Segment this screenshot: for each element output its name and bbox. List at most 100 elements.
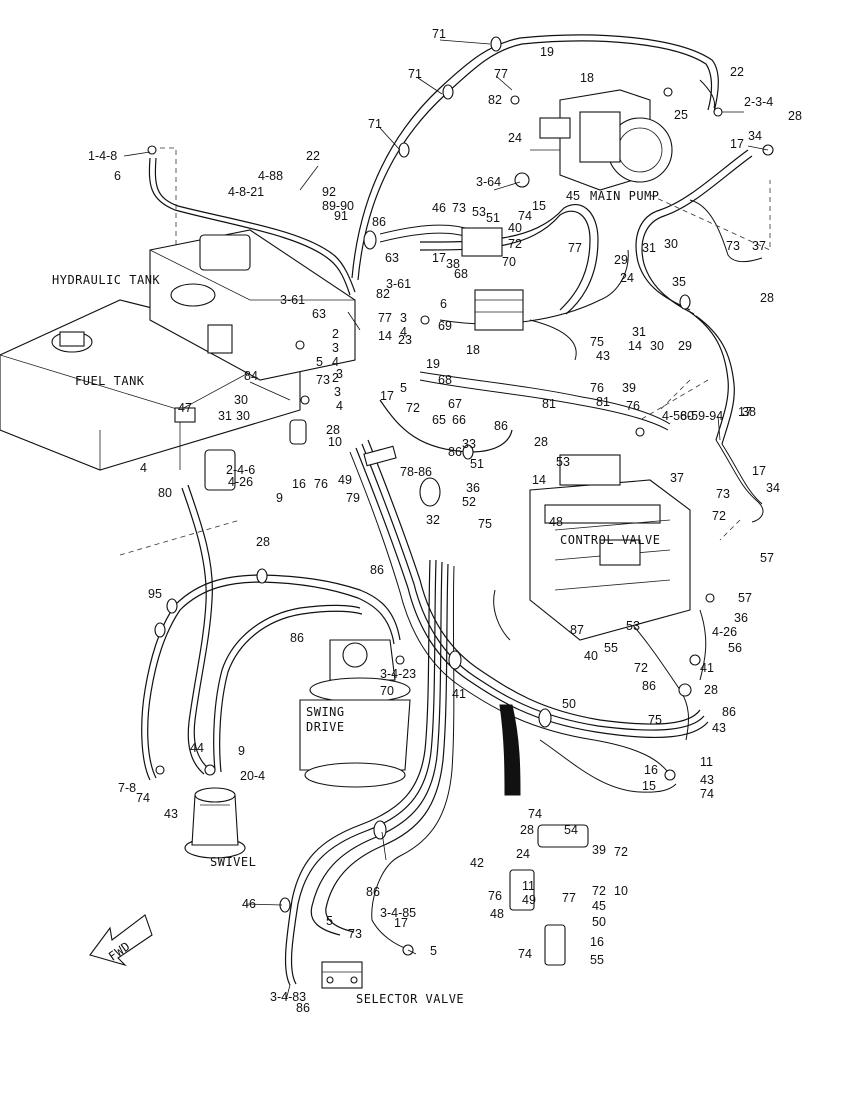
part-callout: 42: [470, 856, 484, 870]
part-callout: 3: [400, 311, 407, 325]
part-callout: 51: [470, 457, 484, 471]
part-callout: 4-26: [712, 625, 737, 639]
part-callout: 75: [590, 335, 604, 349]
part-callout: 39: [592, 843, 606, 857]
part-callout: 82: [376, 287, 390, 301]
part-callout: 28: [760, 291, 774, 305]
part-callout: 63: [312, 307, 326, 321]
part-callout: 86: [494, 419, 508, 433]
part-callout: 66: [452, 413, 466, 427]
part-callout: 15: [532, 199, 546, 213]
part-callout: 9: [276, 491, 283, 505]
hydraulic-tank-label: HYDRAULIC TANK: [52, 273, 160, 287]
part-callout: 86: [370, 563, 384, 577]
part-callout: 86: [722, 705, 736, 719]
part-callout: 30: [650, 339, 664, 353]
part-callout: 16: [292, 477, 306, 491]
fwd-arrow-icon: FWD: [89, 914, 153, 967]
part-callout: 34: [766, 481, 780, 495]
part-callout: 92: [322, 185, 336, 199]
part-callout: 41: [700, 661, 714, 675]
part-callout: 49: [338, 473, 352, 487]
part-callout: 4: [140, 461, 147, 475]
part-callout: 25: [674, 108, 688, 122]
part-callout: 38: [446, 257, 460, 271]
part-callout: 81: [596, 395, 610, 409]
part-callout: 86: [290, 631, 304, 645]
part-callout: 74: [518, 947, 532, 961]
part-callout: 40: [584, 649, 598, 663]
part-callout: 4: [332, 355, 339, 369]
part-callout: 31: [642, 241, 656, 255]
part-callout: 2: [332, 327, 339, 341]
part-callout: 76: [314, 477, 328, 491]
part-callout: 31: [218, 409, 232, 423]
part-callout: 3-64: [476, 175, 501, 189]
part-callout: 32: [426, 513, 440, 527]
part-callout: 5: [430, 944, 437, 958]
part-callout: 86: [642, 679, 656, 693]
part-callout: 73: [726, 239, 740, 253]
part-callout: 29: [614, 253, 628, 267]
part-callout: 86: [448, 445, 462, 459]
part-callout: 3-4-23: [380, 667, 416, 681]
callout-leader-line: [717, 415, 721, 441]
main-pump-label: MAIN PUMP: [590, 189, 660, 203]
part-callout: 77: [378, 311, 392, 325]
callout-leader-line: [417, 77, 443, 95]
part-callout: 30: [664, 237, 678, 251]
part-callout: 5: [316, 355, 323, 369]
part-callout: 37: [752, 239, 766, 253]
part-callout: 86: [372, 215, 386, 229]
part-callout: 14: [532, 473, 546, 487]
part-callout: 24: [516, 847, 530, 861]
part-callout: 39: [622, 381, 636, 395]
part-callout: 55: [604, 641, 618, 655]
part-callout: 50: [592, 915, 606, 929]
clamps: [154, 36, 691, 913]
part-callout: 81: [542, 397, 556, 411]
part-callout: 17: [752, 464, 766, 478]
callout-leader-line: [493, 181, 521, 191]
selector-valve-label: SELECTOR VALVE: [356, 992, 464, 1006]
part-callout: 3: [336, 367, 343, 381]
part-callout: 78-86: [400, 465, 432, 479]
callout-leader-line: [245, 903, 283, 906]
part-callout: 17: [394, 916, 408, 930]
part-callout: 91: [334, 209, 348, 223]
part-callout: 20-4: [240, 769, 265, 783]
part-callout: 80: [158, 486, 172, 500]
part-callout: 28: [520, 823, 534, 837]
part-callout: 3-61: [386, 277, 411, 291]
part-callout: 35: [672, 275, 686, 289]
part-callout: 50: [562, 697, 576, 711]
part-callout: 77: [562, 891, 576, 905]
part-callout: 7-8: [118, 781, 136, 795]
part-callout: 86: [366, 885, 380, 899]
part-callout: 53: [472, 205, 486, 219]
callout-leader-line: [407, 949, 417, 955]
part-callout: 30: [234, 393, 248, 407]
part-callout: 87: [570, 623, 584, 637]
part-callout: 68: [454, 267, 468, 281]
swing-drive: [299, 639, 411, 788]
part-callout: 17: [730, 137, 744, 151]
part-callout: 11: [700, 755, 713, 769]
part-callout: 65: [432, 413, 446, 427]
swivel: [184, 787, 246, 859]
part-callout: 18: [580, 71, 594, 85]
part-callout: 57: [760, 551, 774, 565]
part-callout: 74: [136, 791, 150, 805]
part-callout: 17: [380, 389, 394, 403]
part-callout: 4: [400, 325, 407, 339]
part-callout: 54: [564, 823, 578, 837]
part-callout: 18: [466, 343, 480, 357]
fittings: [147, 87, 774, 966]
part-callout: 72: [406, 401, 420, 415]
part-callout: 4-88: [258, 169, 283, 183]
hose-routing: [141, 34, 764, 986]
part-callout: 75: [648, 713, 662, 727]
part-callout: 3: [332, 341, 339, 355]
part-callout: 6: [440, 297, 447, 311]
